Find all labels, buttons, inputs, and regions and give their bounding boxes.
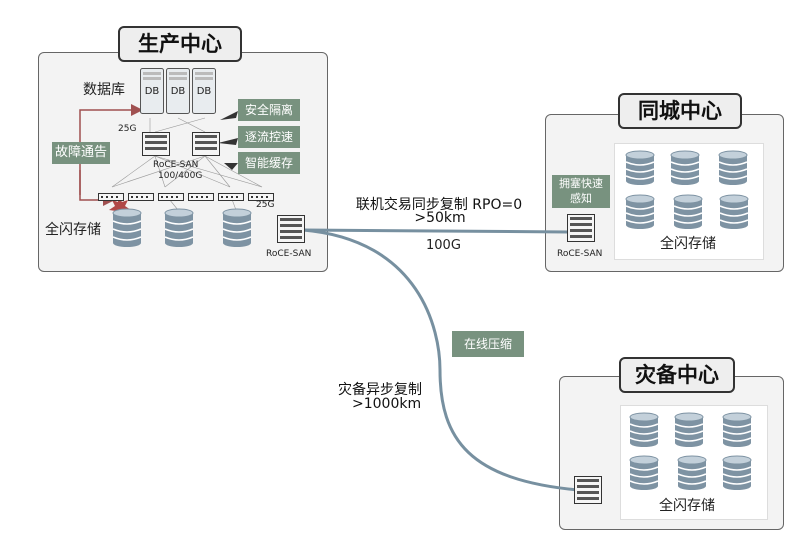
storage-drum <box>164 208 194 252</box>
access-switch-3 <box>158 186 184 205</box>
production-center-title: 生产中心 <box>118 26 242 62</box>
core-roce-san-label: RoCE-SAN <box>153 160 199 170</box>
db-server-1: DB <box>140 68 164 114</box>
speed-label: 100/400G <box>158 171 203 181</box>
feature-security-isolation: 安全隔离 <box>238 99 300 121</box>
storage-drum <box>719 194 749 234</box>
online-compression-box: 在线压缩 <box>452 331 524 357</box>
sync-distance-label: >50km <box>414 210 466 226</box>
sync-replication-line <box>302 228 569 234</box>
same-city-storage-label: 全闪存储 <box>660 236 716 252</box>
sync-bandwidth-label: 100G <box>426 238 461 253</box>
db-label: DB <box>170 86 186 97</box>
disaster-storage-label: 全闪存储 <box>659 498 715 514</box>
db-label: DB <box>196 86 212 97</box>
disaster-switch <box>574 476 602 508</box>
storage-drum <box>629 412 659 452</box>
fault-arrow-up <box>79 104 143 195</box>
access-switch-5 <box>218 186 244 205</box>
storage-drum <box>674 412 704 452</box>
storage-drum <box>670 150 700 190</box>
async-replication-line <box>302 228 579 492</box>
access-switch-4 <box>188 186 214 205</box>
core-switch-2 <box>192 132 220 160</box>
access-switch-1 <box>98 186 124 205</box>
feature-smart-cache: 智能缓存 <box>238 152 300 174</box>
fault-burst-icon <box>109 196 131 218</box>
async-distance-label: >1000km <box>352 396 422 412</box>
same-city-center-title: 同城中心 <box>618 93 742 129</box>
access-switch-2 <box>128 186 154 205</box>
storage-drum <box>722 455 752 495</box>
feature-flow-rate-control: 逐流控速 <box>238 126 300 148</box>
storage-drum <box>625 150 655 190</box>
storage-drum <box>112 208 142 252</box>
feature-pointers <box>218 111 238 170</box>
fault-notice-box: 故障通告 <box>52 142 110 164</box>
storage-drum <box>718 150 748 190</box>
storage-drum <box>722 412 752 452</box>
storage-drum <box>629 455 659 495</box>
db-server-2: DB <box>166 68 190 114</box>
same-city-roce-label: RoCE-SAN <box>557 249 603 259</box>
congestion-sensing-box: 拥塞快速 感知 <box>552 175 610 208</box>
fabric-mesh <box>111 117 263 211</box>
production-edge-roce-label: RoCE-SAN <box>266 249 312 259</box>
db-label: DB <box>144 86 160 97</box>
access-switch-6 <box>248 186 274 205</box>
link-25g-bottom: 25G <box>256 200 275 210</box>
db-server-3: DB <box>192 68 216 114</box>
same-city-switch <box>567 214 595 246</box>
storage-drum <box>673 194 703 234</box>
sync-replication-label: 联机交易同步复制 RPO=0 <box>355 197 523 213</box>
storage-drum <box>677 455 707 495</box>
production-storage-label: 全闪存储 <box>45 222 101 238</box>
storage-drum <box>222 208 252 252</box>
database-label: 数据库 <box>83 82 125 98</box>
disaster-center-title: 灾备中心 <box>619 357 735 393</box>
production-edge-switch <box>277 215 305 247</box>
link-25g-top: 25G <box>118 124 137 134</box>
core-switch-1 <box>142 132 170 160</box>
storage-drum <box>625 194 655 234</box>
async-replication-label: 灾备异步复制 <box>338 382 422 398</box>
